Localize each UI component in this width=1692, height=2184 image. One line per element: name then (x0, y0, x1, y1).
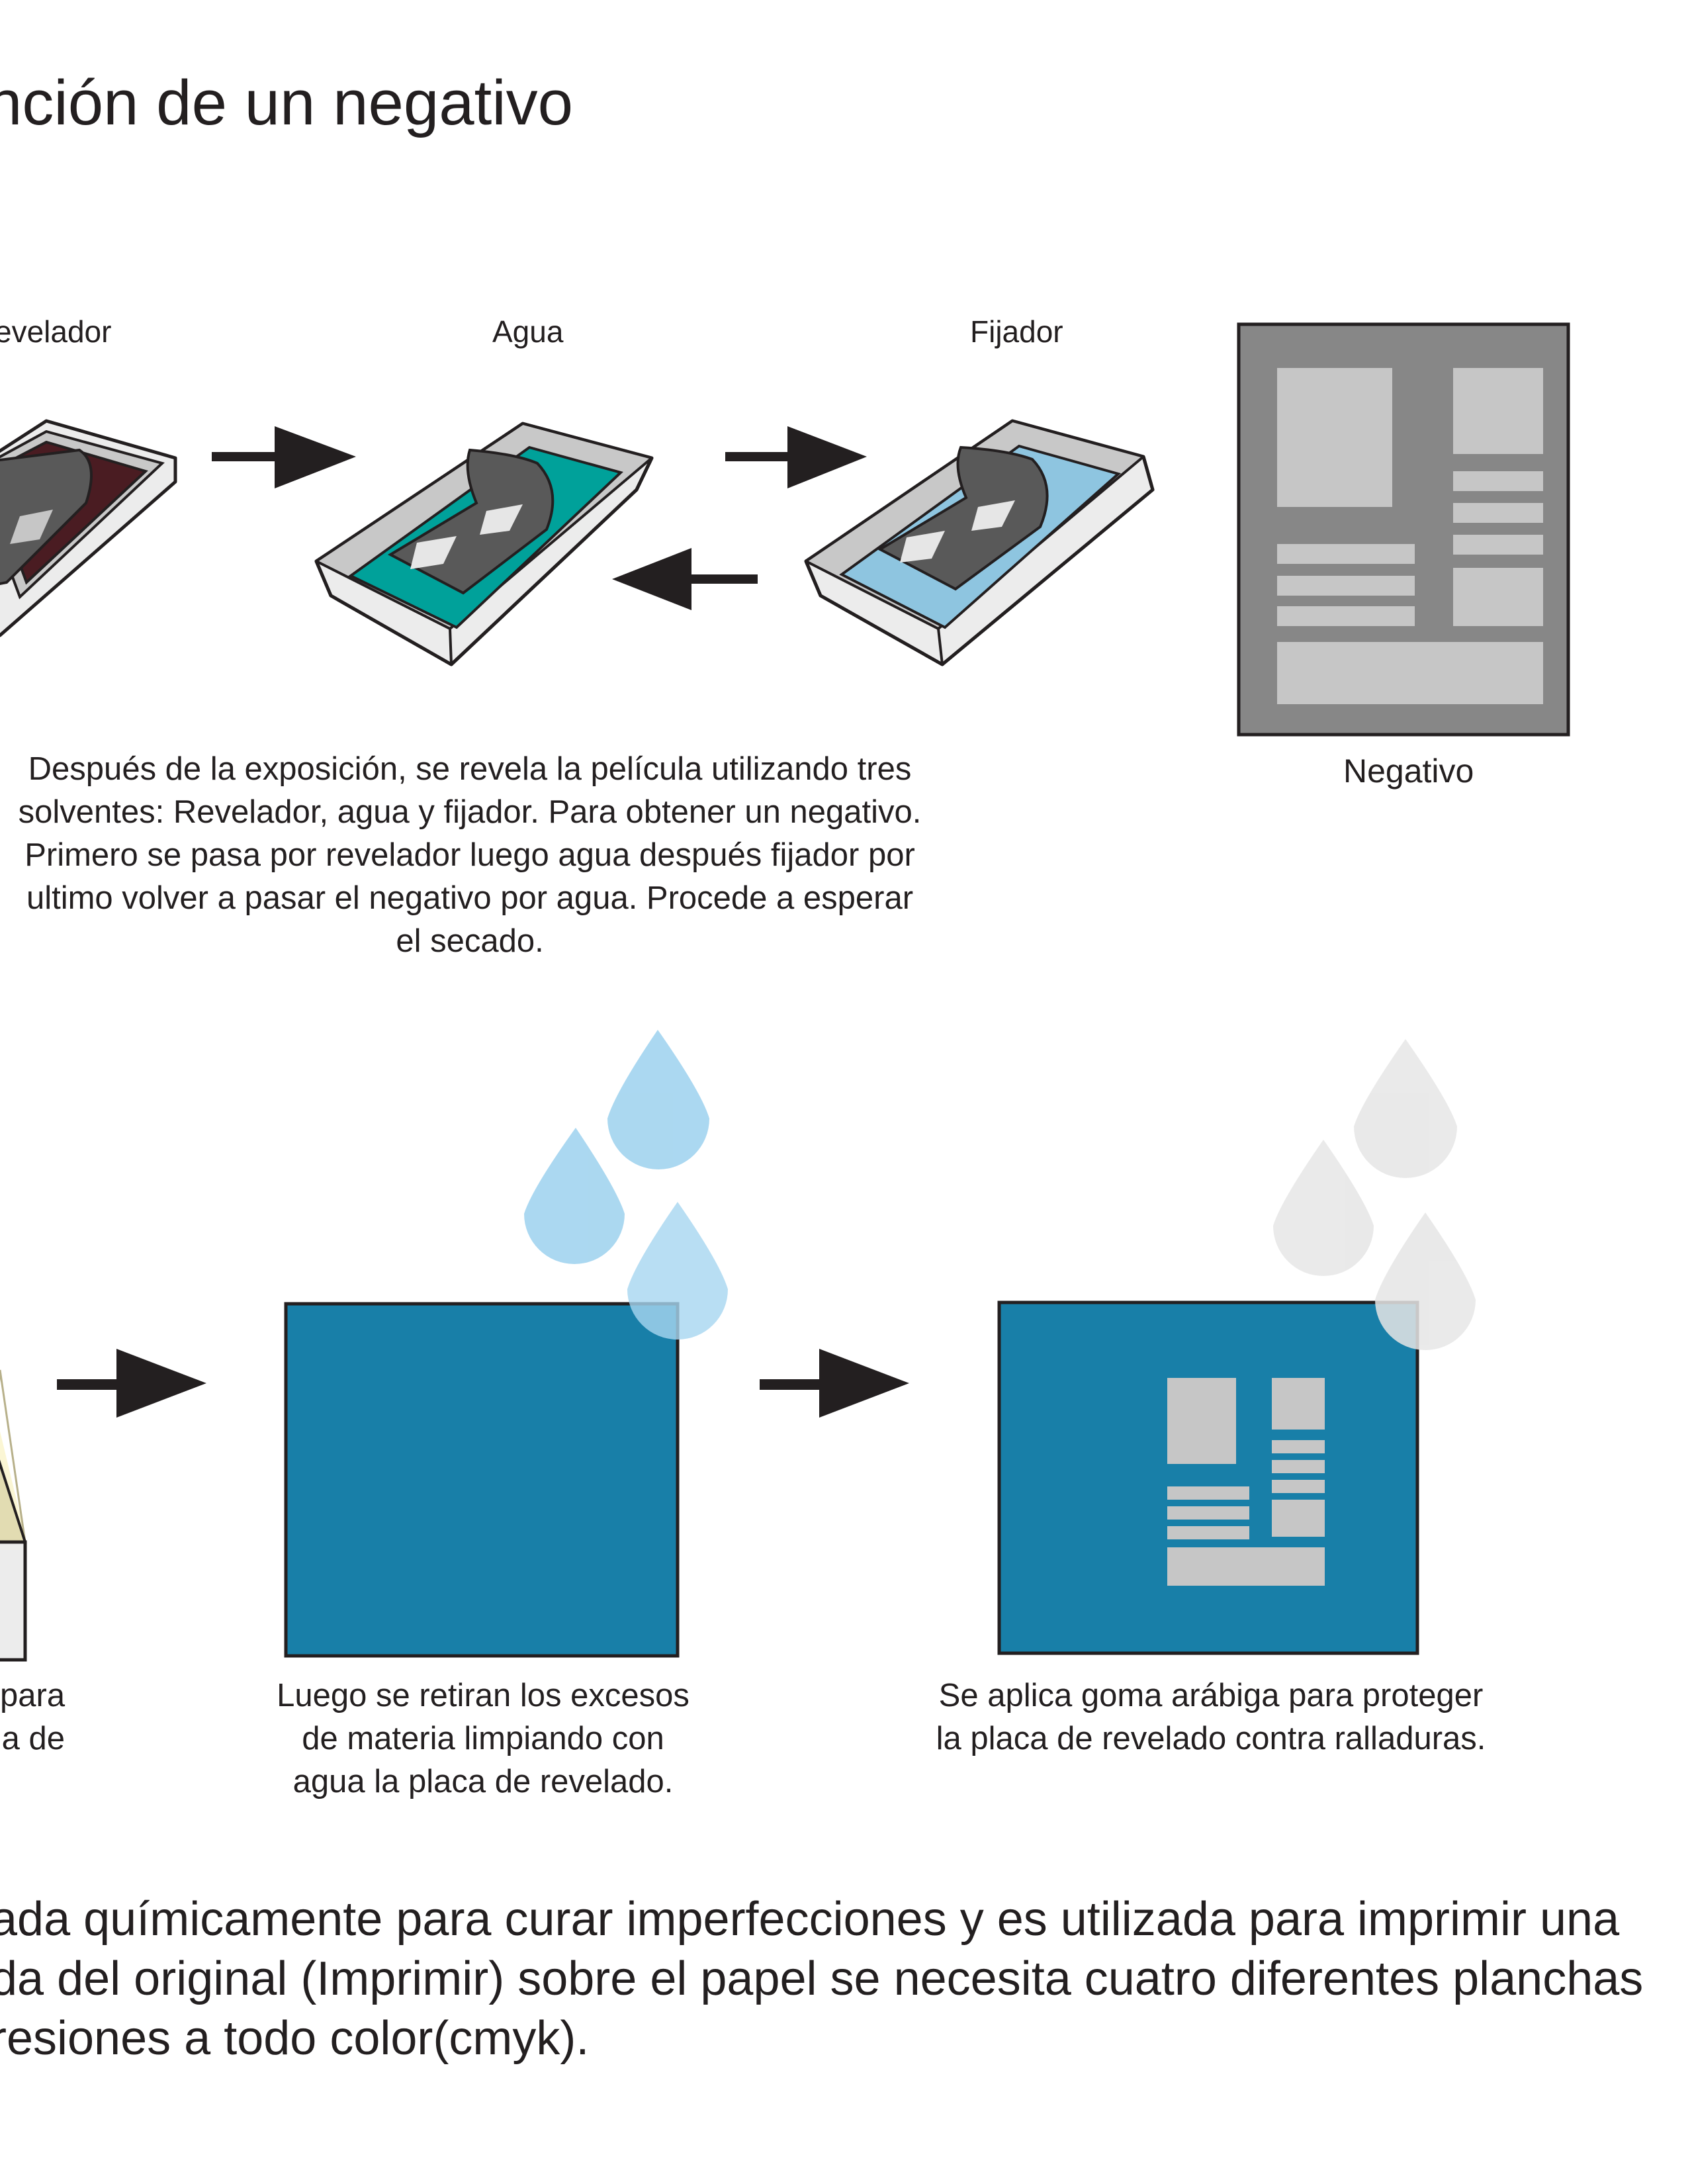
caption-line: Se aplica goma arábiga para proteger (938, 1678, 1484, 1713)
arrow-right-icon (725, 426, 867, 488)
paragraph-line: solventes: Revelador, agua y fijador. Pa… (18, 794, 922, 830)
caption-partial-left: para a de (0, 1674, 65, 1760)
paragraph-line: ultimo volver a pasar el negativo por ag… (26, 880, 914, 916)
caption-line: de materia limpiando con (302, 1721, 664, 1756)
water-drop-icon (627, 1202, 728, 1340)
water-drop-icon (1273, 1140, 1374, 1276)
caption-line: agua la placa de revelado. (292, 1764, 674, 1799)
printing-plate (284, 1302, 680, 1658)
label-negativo: Negativo (1343, 752, 1474, 790)
printing-plate-with-image (997, 1300, 1419, 1655)
film-tray-icon (804, 419, 1155, 666)
bottom-line: da del original (Imprimir) sobre el pape… (0, 1952, 1644, 2005)
water-drop-icon (524, 1128, 625, 1264)
arrow-right-icon (57, 1349, 206, 1418)
exposure-lamp (0, 1369, 27, 1662)
water-drop-icon (1375, 1212, 1476, 1350)
paragraph-line: el secado. (396, 923, 544, 959)
arrow-right-icon (212, 426, 356, 488)
negative-sheet (1237, 322, 1570, 737)
arrow-right-icon (760, 1349, 909, 1418)
caption-line: para (0, 1678, 66, 1713)
film-tray-icon (314, 422, 654, 666)
bottom-line: resiones a todo color(cmyk). (0, 2012, 590, 2065)
label-agua: Agua (492, 314, 564, 349)
label-fijador: Fijador (970, 314, 1063, 349)
bottom-line: ada químicamente para curar imperfeccion… (0, 1893, 1620, 1946)
caption-line: la placa de revelado contra ralladuras. (936, 1721, 1486, 1756)
page-title: nción de un negativo (0, 68, 574, 138)
water-drop-icon (607, 1030, 709, 1169)
caption-line: Luego se retiran los excesos (277, 1678, 690, 1713)
arrow-left-icon (612, 548, 758, 610)
development-paragraph: Después de la exposición, se revela la p… (0, 748, 940, 963)
caption-rinse: Luego se retiran los excesos de materia … (251, 1674, 715, 1803)
caption-gum: Se aplica goma arábiga para proteger la … (913, 1674, 1509, 1760)
bottom-paragraph: ada químicamente para curar imperfeccion… (0, 1889, 1643, 2068)
film-tray-icon (0, 419, 177, 637)
paragraph-line: Primero se pasa por revelador luego agua… (24, 837, 915, 873)
water-drop-icon (1354, 1039, 1457, 1178)
label-revelador: evelador (0, 314, 112, 349)
paragraph-line: Después de la exposición, se revela la p… (28, 751, 912, 787)
caption-line: a de (1, 1721, 65, 1756)
